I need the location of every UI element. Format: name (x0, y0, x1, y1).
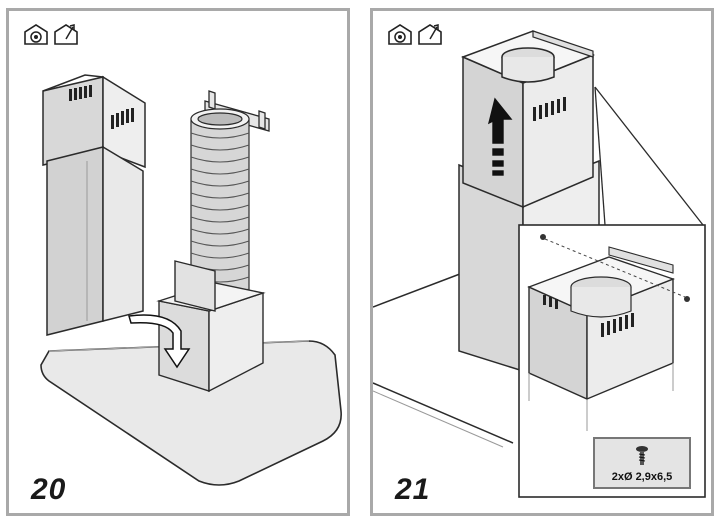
step-21-panel: 2xØ 2,9x6,5 21 (370, 8, 714, 516)
recirculation-mode-icon (388, 24, 412, 45)
chimney-upper (460, 30, 596, 209)
step-number-20: 20 (31, 473, 67, 506)
hood-assembly-illustration-20 (40, 74, 342, 486)
mode-icons (387, 23, 443, 45)
mode-icons (23, 23, 79, 45)
chimney-cover (42, 74, 146, 336)
chimney-vents (69, 85, 134, 129)
ducted-mode-icon (54, 24, 78, 45)
step-number-21: 21 (395, 473, 431, 506)
glass-canopy (40, 340, 342, 486)
inset-vents (543, 295, 634, 337)
step-20-panel: 20 (6, 8, 350, 516)
screw-spec-box: 2xØ 2,9x6,5 (593, 437, 691, 489)
chimney-vents (533, 97, 566, 121)
screw-icon (636, 446, 648, 465)
ducted-mode-icon (418, 24, 442, 45)
screw-spec-label: 2xØ 2,9x6,5 (611, 471, 673, 483)
lift-arrow (487, 97, 513, 176)
flexible-duct (190, 108, 250, 310)
insert-arrow (128, 314, 191, 369)
recirculation-mode-icon (24, 24, 48, 45)
